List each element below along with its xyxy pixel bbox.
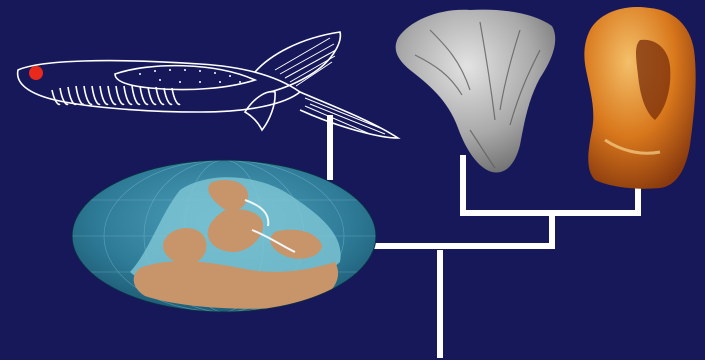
paleogeographic-world-map-icon xyxy=(72,160,376,312)
grey-fossil-braincase-icon xyxy=(396,10,556,173)
fish-red-marker xyxy=(29,66,43,80)
fossil-fish-outline-icon xyxy=(18,32,398,138)
orange-fossil-braincase-icon xyxy=(584,7,695,189)
